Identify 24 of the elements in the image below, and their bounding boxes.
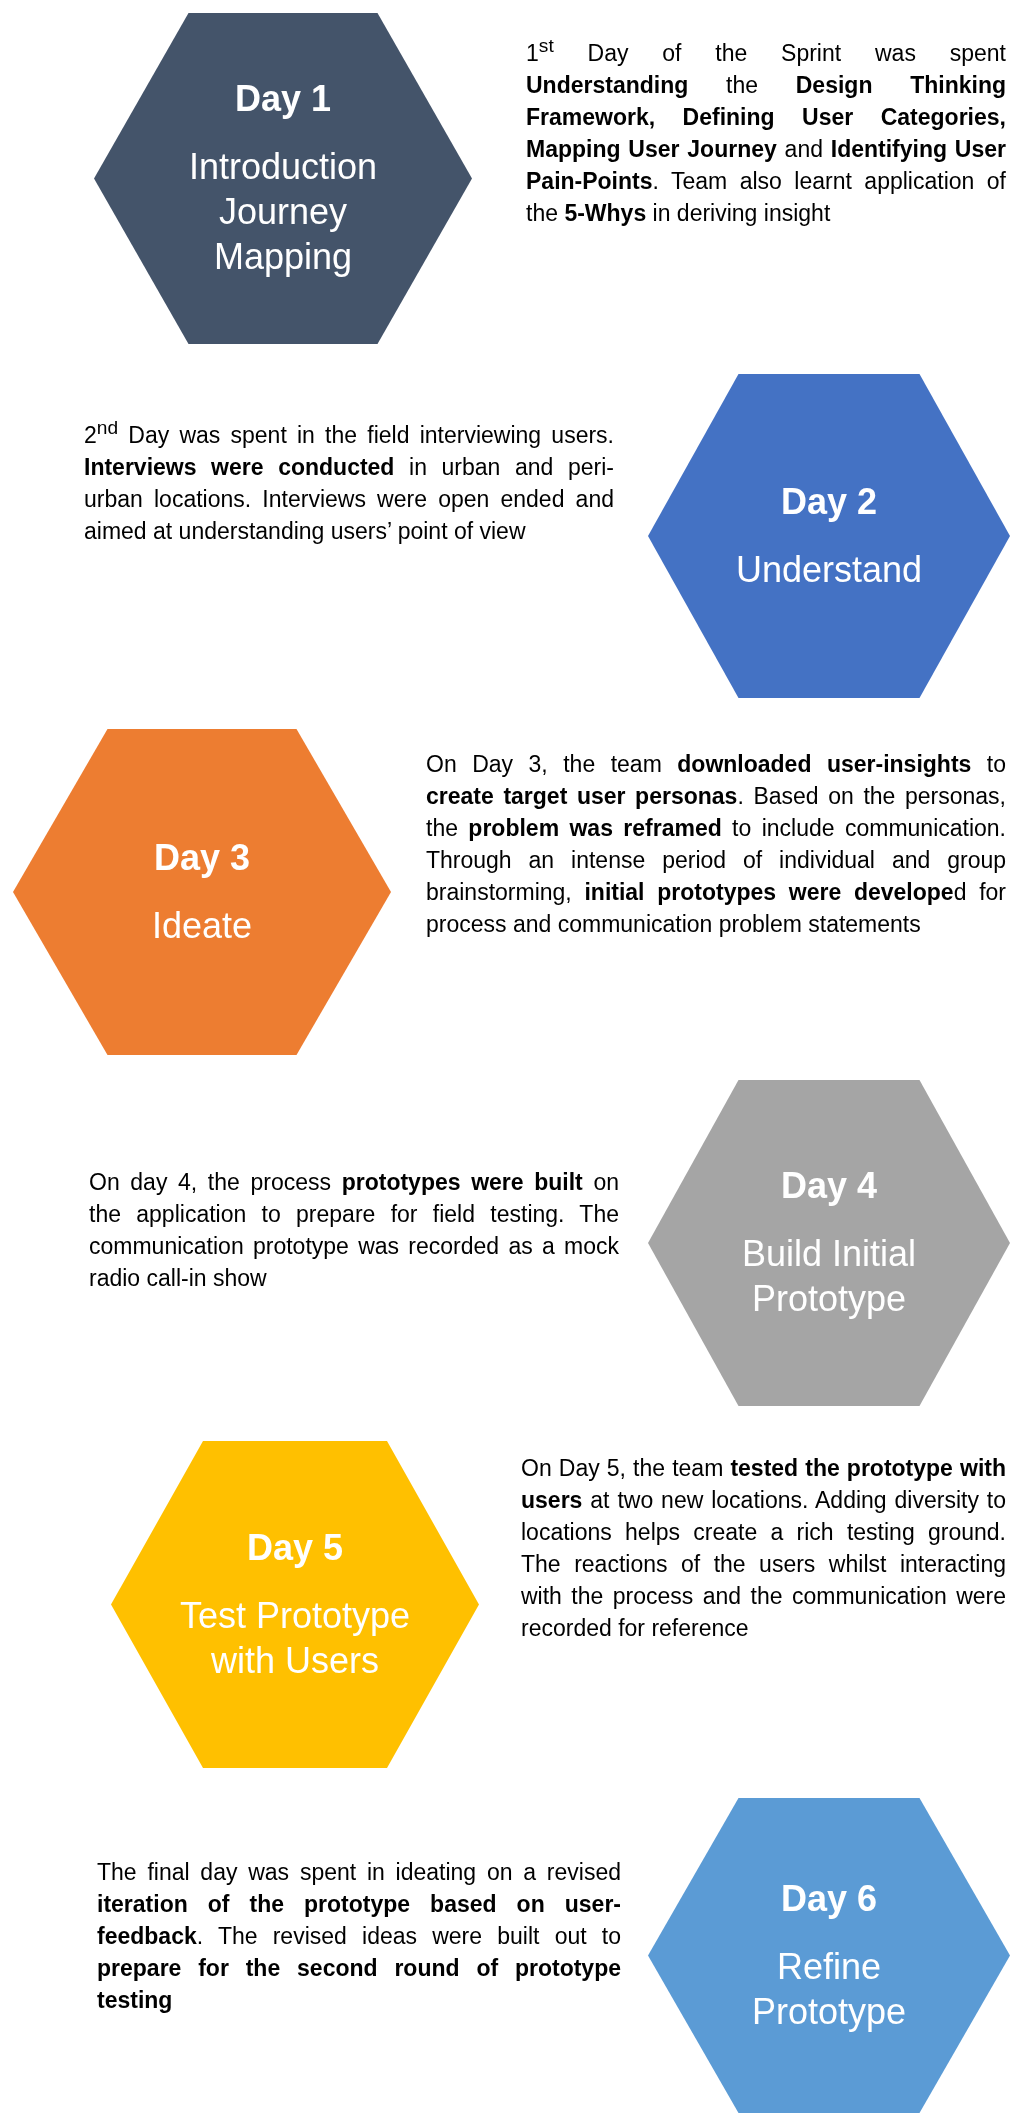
hexagon [648, 374, 1010, 698]
stage-title: Refine Prototype [750, 1944, 908, 2034]
stage-title: Build Initial Prototype [740, 1232, 918, 1321]
day-heading: Day 3 [153, 836, 251, 879]
description-paragraph: On day 4, the process prototypes were built on the application to prepare for field testing. The communication prototype was recorded as a mock radio call-in show [89, 1168, 619, 1293]
day-heading: Day 5 [246, 1526, 344, 1569]
stage-title: Introduction Journey Mapping [187, 145, 379, 279]
day-heading: Day 4 [780, 1165, 878, 1207]
hexagon [111, 1441, 479, 1768]
hexagon [13, 729, 391, 1055]
description-paragraph: 2$^{nd}$ Day was spent in the field interviewing users. Interviews were conducted in urban and peri-urban locations. Interviews were open ended and aimed at understanding users’ point of view [84, 416, 614, 546]
hexagon [94, 13, 472, 344]
hexagon [648, 1798, 1010, 2113]
description-paragraph: On Day 3, the team downloaded user-insights to create target user personas. Based on the personas, the problem was reframed to include communication. Through an intense period of individual and group brainstorming, initial prototypes were developed for process and communication problem statements [426, 750, 1006, 939]
description-paragraph: The final day was spent in ideating on a revised iteration of the prototype based on user-feedback. The revised ideas were built out to prepare for the second round of prototype testing [97, 1858, 621, 2015]
hexagon [648, 1080, 1010, 1406]
stage-title: Test Prototype with Users [178, 1593, 412, 1683]
description-paragraph: On Day 5, the team tested the prototype with users at two new locations. Adding diversity to locations helps create a rich testing ground. The reactions of the users whilst interacting with the process and the communication were recorded for reference [521, 1454, 1006, 1643]
description-paragraph: 1$^{st}$ Day of the Sprint was spent Understanding the Design Thinking Framework, Defining User Categories, Mapping User Journey and Identifying User Pain-Points. Team also learnt application of the 5-Whys in deriving insight [526, 34, 1006, 228]
stage-title: Ideate [151, 903, 253, 948]
day-heading: Day 2 [780, 480, 878, 523]
stage-title: Understand [735, 547, 923, 592]
day-heading: Day 1 [234, 78, 332, 120]
day-heading: Day 6 [780, 1877, 878, 1920]
